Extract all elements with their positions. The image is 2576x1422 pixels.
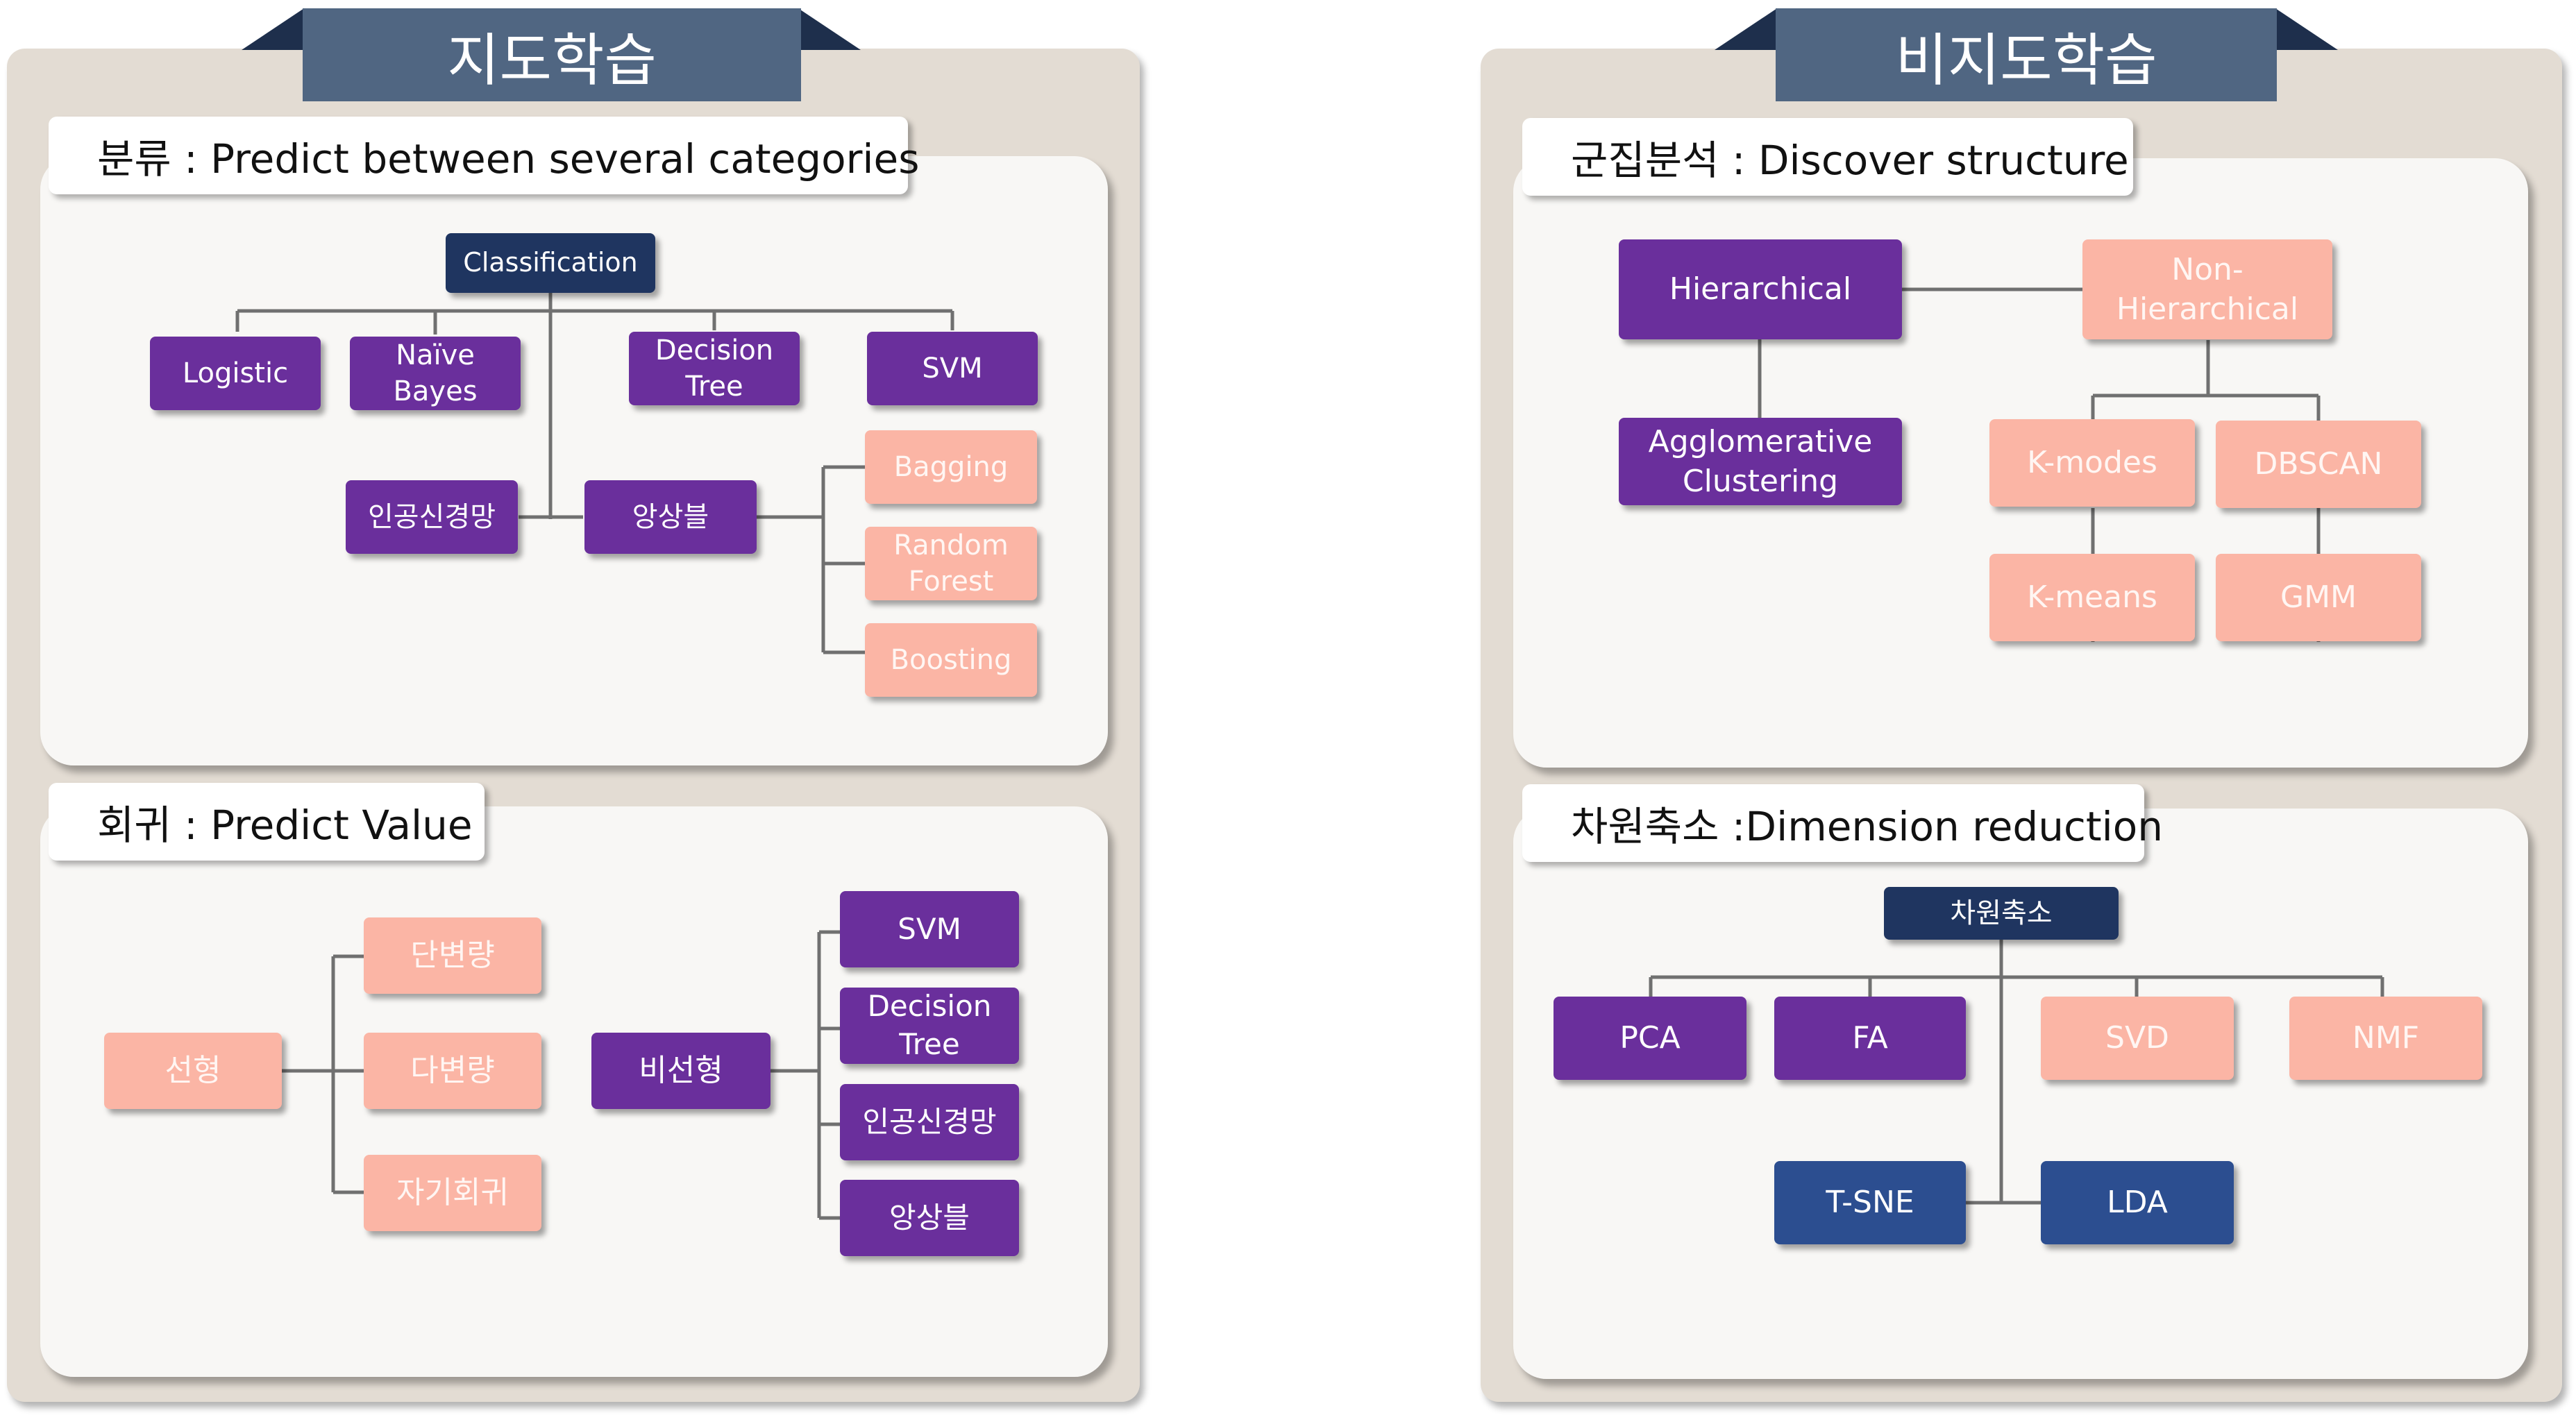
node-linear: 선형	[104, 1033, 282, 1109]
node-pca: PCA	[1554, 997, 1746, 1080]
node-kmeans: K-means	[1989, 554, 2195, 641]
node-classification: Classification	[446, 233, 655, 293]
node-multivariate: 다변량	[364, 1033, 541, 1109]
node-decision-tree-clf: Decision Tree	[629, 332, 800, 405]
node-logistic: Logistic	[150, 337, 321, 410]
unsupervised-banner-left-ear	[1715, 8, 1777, 50]
node-ann-reg: 인공신경망	[840, 1084, 1019, 1160]
node-naive-bayes: Naı̈ve Bayes	[350, 337, 521, 410]
node-svd: SVD	[2041, 997, 2234, 1080]
node-lda: LDA	[2041, 1161, 2234, 1244]
node-boosting: Boosting	[865, 623, 1037, 697]
node-svm-clf: SVM	[867, 332, 1038, 405]
node-nmf: NMF	[2289, 997, 2482, 1080]
node-fa: FA	[1774, 997, 1966, 1080]
node-svm-reg: SVM	[840, 891, 1019, 967]
node-autoregressive: 자기회귀	[364, 1155, 541, 1231]
node-kmodes: K-modes	[1989, 419, 2195, 507]
connector-classification-branches	[235, 291, 954, 519]
node-hierarchical: Hierarchical	[1619, 239, 1902, 339]
node-ensemble-reg: 앙상블	[840, 1180, 1019, 1256]
dimension-reduction-label: 차원축소 :Dimension reduction	[1522, 784, 2163, 862]
node-random-forest: Random Forest	[865, 527, 1037, 600]
node-dimension-reduction: 차원축소	[1884, 887, 2119, 940]
supervised-banner-right-ear	[798, 8, 861, 50]
connector-ensemble-boosting	[756, 465, 865, 654]
node-ensemble-clf: 앙상블	[584, 480, 757, 554]
node-dbscan: DBSCAN	[2216, 421, 2421, 508]
connector-nonlinear-branches	[771, 930, 840, 1220]
supervised-banner-left-ear	[242, 8, 304, 50]
unsupervised-title: 비지도학습	[1776, 8, 2277, 101]
classification-label: 분류 : Predict between several categories	[49, 117, 919, 194]
supervised-title: 지도학습	[303, 8, 801, 101]
node-ann-clf: 인공신경망	[346, 480, 518, 554]
node-nonlinear: 비선형	[591, 1033, 771, 1109]
node-decision-tree-reg: Decision Tree	[840, 988, 1019, 1064]
node-univariate: 단변량	[364, 917, 541, 994]
regression-label: 회귀 : Predict Value	[49, 783, 485, 861]
node-non-hierarchical: Non- Hierarchical	[2082, 239, 2332, 339]
node-agglomerative-clustering: Agglomerative Clustering	[1619, 418, 1902, 505]
node-tsne: T-SNE	[1774, 1161, 1966, 1244]
connector-dimred-branches	[1649, 940, 2384, 1203]
clustering-label: 군집분석 : Discover structure	[1522, 118, 2133, 196]
unsupervised-banner-right-ear	[2275, 8, 2338, 50]
connector-linear-branches	[282, 954, 364, 1194]
node-bagging: Bagging	[865, 430, 1037, 504]
node-gmm: GMM	[2216, 554, 2421, 641]
connector-nonhier-kmodes-dbscan	[2091, 340, 2321, 421]
